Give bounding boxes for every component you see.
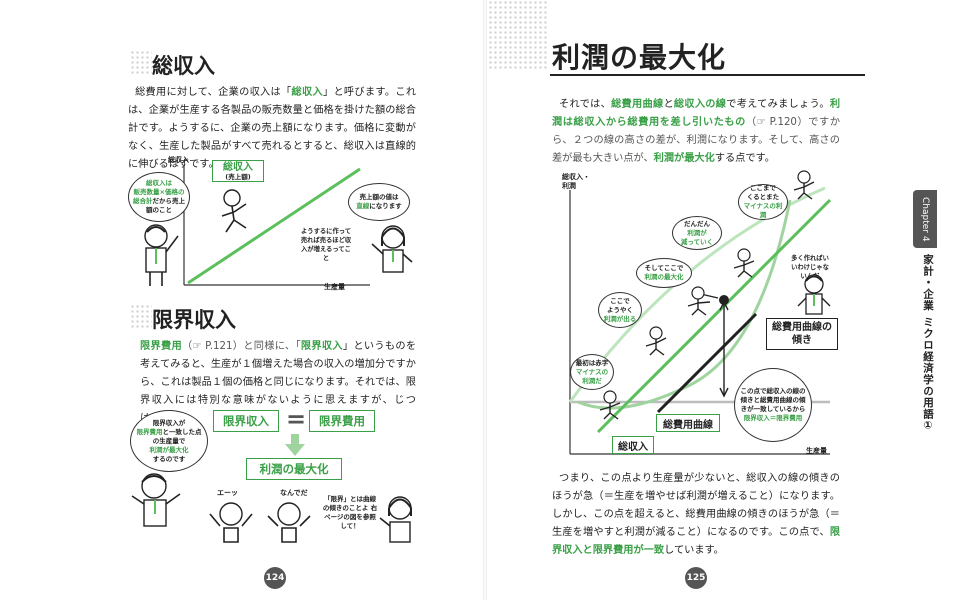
section-title-total-revenue: 総収入 (152, 54, 215, 78)
chart1-note: ようするに作って売れば売るほど収入が増えるってこと (300, 228, 352, 262)
bubble-profit-maximization: 限界収入が限界費用と一致した点の生産量で利潤が最大化するのです (130, 410, 208, 472)
page-gutter (483, 0, 487, 600)
character-climber-1 (599, 390, 621, 420)
paragraph-total-revenue: 総費用に対して、企業の収入は「総収入」と呼びます。これは、企業が生産する各製品の… (128, 87, 417, 170)
character-businessman-right (797, 274, 831, 315)
bubble-revenue-definition: 総収入は販売数量×価格の総合計だから売上額のこと (128, 172, 190, 222)
page-number-left: 124 (264, 567, 286, 589)
profit-maximization-box: 利潤の最大化 (246, 458, 342, 480)
main-chart-ylabel-1: 総収入・ (562, 173, 590, 181)
bubble-initial-loss: 最初は赤字マイナスの利潤だ (570, 354, 614, 390)
cost-curve-tag: 総費用曲線 (656, 414, 720, 432)
section-title-marginal-revenue: 限界収入 (152, 308, 236, 332)
main-chart-ylabel-2: 利潤 (562, 182, 576, 190)
character-surprised-1 (209, 502, 253, 543)
page-number-right: 125 (685, 567, 707, 589)
revenue-tag: 総収入 (612, 436, 654, 454)
down-arrow (285, 434, 305, 456)
tangent-line (656, 312, 758, 414)
main-chart-xlabel: 生産量 (806, 447, 827, 455)
character-climber-4 (733, 248, 755, 278)
page-title-profit-max: 利潤の最大化 (552, 41, 727, 74)
exclaim-1: エーッ (217, 489, 238, 497)
exclaim-2: なんでだ (280, 489, 308, 497)
revenue-line (187, 167, 361, 285)
bubble-profit-appears: ここでようやく利潤が出る (598, 292, 642, 328)
title-dots-1 (130, 50, 152, 74)
character-surprised-2 (267, 502, 311, 543)
revenue-line (596, 198, 832, 434)
character-climbing (221, 189, 247, 233)
paragraph-outro: つまり、この点より生産量が少ないと、総収入の線の傾きのほうが急（＝生産を増やせば… (552, 473, 840, 556)
character-climber-5 (793, 170, 815, 200)
title-rule (550, 74, 865, 76)
diagram2-note: 「限界」とは曲線の傾きのことよ 右ページの図を参照して！ (322, 495, 378, 530)
character-climber-2 (645, 326, 667, 356)
total-revenue-tag-title: 総収入 (223, 161, 253, 173)
character-woman-pointing (379, 496, 412, 543)
marginal-cost-box: 限界費用 (309, 410, 375, 432)
paragraph-intro: それでは、総費用曲線と総収入の線で考えてみましょう。利潤は総収入から総費用を差し… (552, 99, 841, 164)
gap-arrow-down (719, 387, 729, 398)
character-businessman-left (144, 224, 179, 286)
total-revenue-tag-sub: (売上額) (225, 172, 251, 181)
cost-curve (577, 199, 792, 410)
character-climber-3 (687, 286, 711, 316)
title-dots-2 (130, 304, 152, 328)
title-dots-big (488, 0, 548, 70)
character-woman-right (371, 225, 413, 273)
character-teacher-left (131, 473, 181, 527)
bubble-negative-again: ここまでくるとまたマイナスの利潤 (738, 184, 788, 220)
chart1-ylabel: 総収入 (168, 156, 189, 164)
bubble-profit-max: そしてここで利潤の最大化 (636, 258, 692, 288)
chart1-xlabel: 生産量 (324, 283, 345, 291)
total-revenue-tag: 総収入 (売上額) (212, 160, 264, 182)
equals-sign: = (286, 405, 307, 433)
chapter-side-title: 家計・企業 ミクロ経済学の用語① (922, 254, 934, 433)
cost-slope-tag: 総費用曲線の 傾き (766, 318, 838, 350)
bubble-revenue-linear: 売上額の値は直線になります (348, 183, 410, 221)
bubble-slope-equal: この点で総収入の線の傾きと総費用曲線の傾きが一致しているから限界収入＝限界費用 (734, 368, 812, 442)
max-point (719, 295, 729, 305)
chapter-tab: Chapter 4 (913, 190, 937, 248)
bubble-profit-decreasing: だんだん利潤が減っていく (672, 216, 722, 250)
marginal-revenue-box: 限界収入 (213, 410, 279, 432)
